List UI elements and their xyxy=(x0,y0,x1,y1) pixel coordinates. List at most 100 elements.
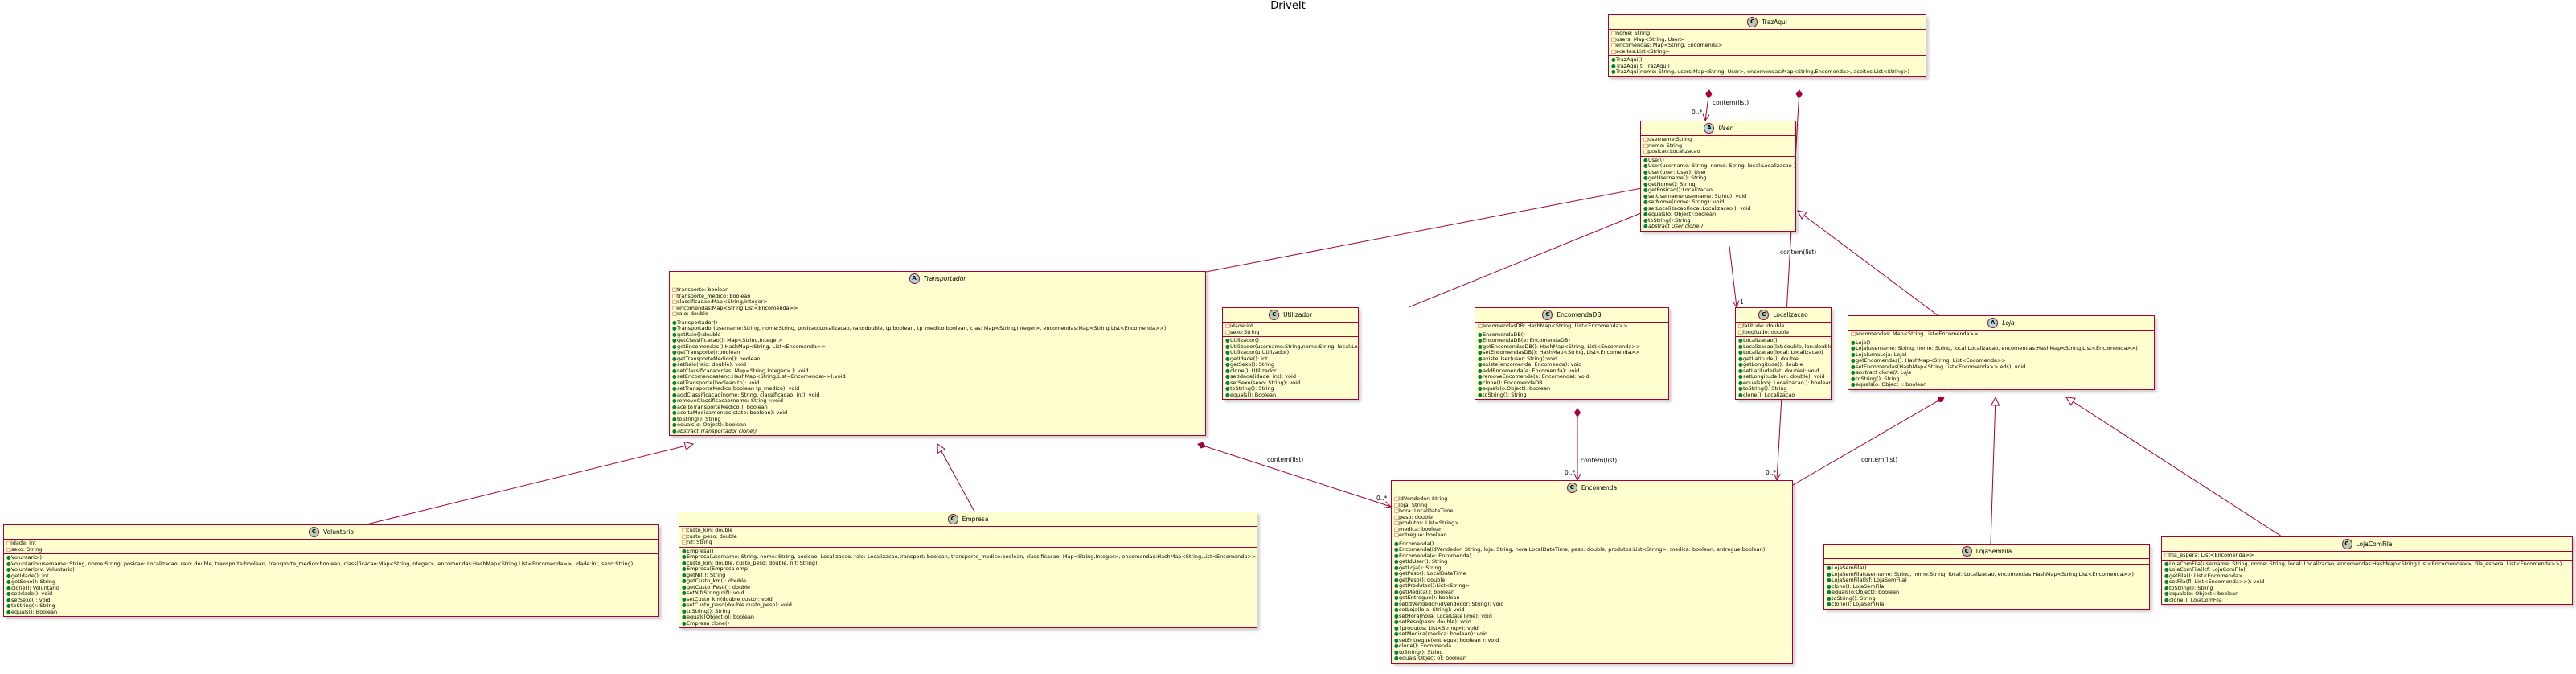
method-text: Loja(umaLoja: Loja) xyxy=(1856,351,1907,358)
public-visibility-icon: ● xyxy=(672,385,677,392)
method-text: abstract clone(): Loja xyxy=(1856,369,1912,376)
method-text: LojaSemFila(lsf: LojaSemFila) xyxy=(1832,577,1907,583)
field-text: classificacao:Map<String,Integer> xyxy=(677,298,768,305)
field: □idade: int xyxy=(6,540,656,547)
field: □sexo:String xyxy=(1225,329,1356,336)
public-visibility-icon: ● xyxy=(1738,337,1743,343)
method-text: getUsername(): String xyxy=(1648,175,1707,181)
method: ●Loja() xyxy=(1851,339,2151,347)
method: ●addClassificacao(nome: String, classifi… xyxy=(672,392,1203,399)
private-visibility-icon: □ xyxy=(2164,552,2170,558)
public-visibility-icon: ● xyxy=(672,367,677,374)
field-text: raio: double xyxy=(677,310,708,317)
public-visibility-icon: ● xyxy=(2164,596,2169,603)
class-icon: C xyxy=(1758,310,1770,320)
public-visibility-icon: ● xyxy=(672,391,677,398)
method: ●setSexo(sexo: String): void xyxy=(1225,380,1356,387)
method-text: getMedica(): boolean xyxy=(1399,588,1455,595)
method: ●equals(Object o): boolean xyxy=(1394,655,1790,662)
private-visibility-icon: □ xyxy=(682,527,687,533)
method: ●toString(): String xyxy=(6,602,656,610)
field-text: encomendas:Map<String,List<Encomenda>> xyxy=(677,304,798,311)
method: ●toString(): String xyxy=(1738,385,1828,392)
method-text: getProdutos():List<String> xyxy=(1399,582,1471,589)
public-visibility-icon: ● xyxy=(1394,606,1399,613)
public-visibility-icon: ● xyxy=(1611,56,1616,63)
method-text: getRaio():double xyxy=(677,331,721,338)
field: □entregue: boolean xyxy=(1394,532,1790,539)
public-visibility-icon: ● xyxy=(1394,594,1399,601)
transportador-extends-user-line xyxy=(1205,186,1651,273)
field-text: custo_km: double xyxy=(687,527,733,533)
public-visibility-icon: ● xyxy=(1738,391,1743,398)
field: □transporte_medico: boolean xyxy=(672,293,1203,300)
method: ●custo_km: double, custo_peso: double, n… xyxy=(682,560,1254,567)
public-visibility-icon: ● xyxy=(682,571,687,578)
class-icon: C xyxy=(1961,546,1972,557)
methods-section: ●Empresa()●Empresa(username: String, nom… xyxy=(679,546,1257,628)
public-visibility-icon: ● xyxy=(672,361,677,368)
method-text: setCusto_km(double custo): void xyxy=(687,595,773,602)
method: ●setHora(hora: LocalDateTime): void xyxy=(1394,613,1790,620)
public-visibility-icon: ● xyxy=(6,590,11,597)
method: ●EncomendaDB() xyxy=(1478,331,1666,339)
method: ●Utilizador(username:String,nome:String,… xyxy=(1225,343,1358,351)
method-text: getEntregue(): boolean xyxy=(1399,594,1460,601)
method: ●getLoja(): String xyxy=(1394,565,1790,572)
method: ●equals(o:Object): boolean xyxy=(1478,385,1666,392)
public-visibility-icon: ● xyxy=(2164,572,2169,579)
method-text: equals(obj: Localizacao ): boolean xyxy=(1743,379,1832,386)
methods-section: ●User()●User(username: String, nome: Str… xyxy=(1641,155,1795,231)
field: □posicao:Localizacao xyxy=(1643,148,1793,155)
field-text: entregue: boolean xyxy=(1399,532,1447,538)
multiplicity-label: 0..* xyxy=(1376,495,1388,502)
class-icon: C xyxy=(1269,310,1280,320)
method-text: equals(Object o): boolean xyxy=(687,614,754,620)
private-visibility-icon: □ xyxy=(1851,331,1856,337)
method: ●getPeso(): LocalDateTime xyxy=(1394,570,1790,577)
public-visibility-icon: ● xyxy=(6,566,11,573)
method: ●LojaSemFila() xyxy=(1827,565,2147,572)
field: □username:String xyxy=(1643,136,1793,143)
fields-section: □latitude: double□longitude: double xyxy=(1736,323,1831,336)
method: ●Empresa() xyxy=(682,548,1254,555)
method: ●setTransporte(boolean tp): void xyxy=(672,380,1203,387)
method-text: getLoja(): String xyxy=(1399,564,1442,571)
private-visibility-icon: □ xyxy=(1643,148,1649,154)
method-text: clone(): LojaSemFila xyxy=(1832,601,1885,607)
public-visibility-icon: ● xyxy=(1478,355,1483,362)
relation-label: contem(list) xyxy=(1267,456,1303,463)
method-text: toString(): String xyxy=(1399,648,1443,656)
method-text: getFila(): List<Encomenda> xyxy=(2169,572,2243,579)
method: ●setRaio(raio: double): void xyxy=(672,361,1203,368)
field: □fila_espera: List<Encomenda>> xyxy=(2164,552,2570,559)
method-text: getEncomendas():HashMap<String, List<Enc… xyxy=(677,343,826,350)
public-visibility-icon: ● xyxy=(682,590,687,596)
method: ●Encomenda() xyxy=(1394,540,1790,548)
generalization-triangle-icon xyxy=(2065,397,2076,406)
public-visibility-icon: ● xyxy=(1478,385,1483,392)
method: ●Empresa(username: String, nome: String,… xyxy=(682,553,1257,561)
composition-diamond-icon xyxy=(1795,89,1803,99)
class-name: Utilizador xyxy=(1283,310,1312,319)
public-visibility-icon: ● xyxy=(672,319,677,326)
method: ●aceitoTransporteMedico(): boolean xyxy=(672,404,1203,411)
public-visibility-icon: ● xyxy=(682,619,687,627)
